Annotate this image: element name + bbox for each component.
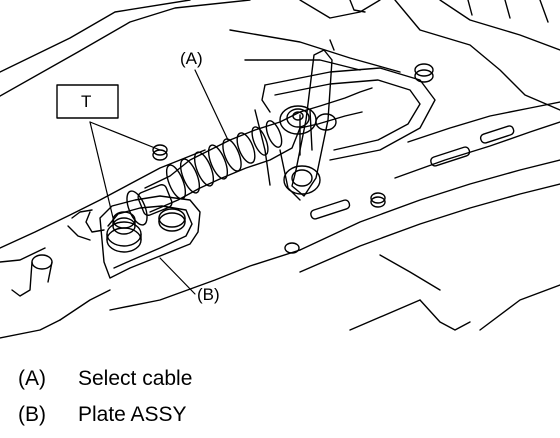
lever-housing <box>254 67 436 186</box>
select-lever <box>279 39 337 201</box>
legend-item: (B) Plate ASSY <box>18 403 187 427</box>
legend-key: (A) <box>18 367 46 390</box>
callout-t-label: T <box>81 92 91 111</box>
legend-text: Select cable <box>78 367 193 390</box>
callout-b-label: (B) <box>197 285 220 304</box>
legend-text: Plate ASSY <box>78 403 187 426</box>
select-cable <box>126 87 373 226</box>
torque-callout-box <box>56 84 119 119</box>
housing-outline <box>0 0 560 339</box>
callout-a-label: (A) <box>180 49 203 68</box>
legend-item: (A) Select cable <box>18 367 192 391</box>
housing-bolts <box>152 63 515 254</box>
leader-lines <box>89 69 229 295</box>
side-fastener <box>11 254 53 297</box>
legend-key: (B) <box>18 403 46 426</box>
plate-assy <box>67 195 201 279</box>
